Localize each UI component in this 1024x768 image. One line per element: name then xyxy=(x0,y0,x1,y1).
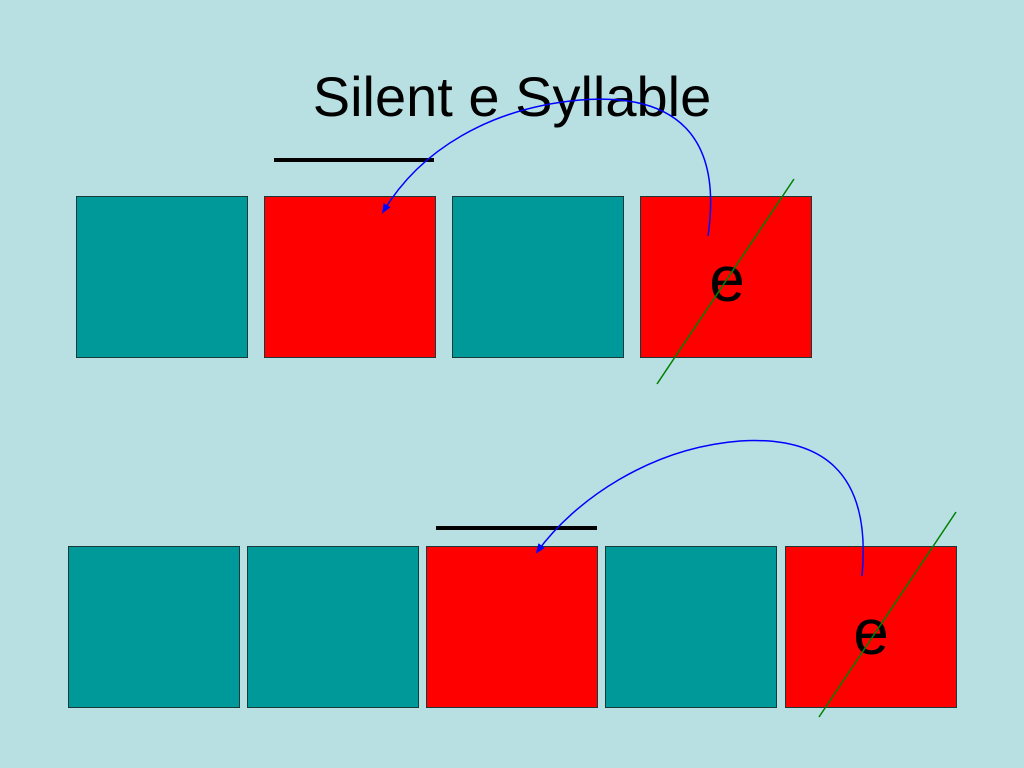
box-letter xyxy=(427,547,597,707)
row1-silent-e-box: e xyxy=(640,196,812,358)
row2-silent-e-box: e xyxy=(785,546,957,708)
box-letter xyxy=(265,197,435,357)
row1-consonant-box-2 xyxy=(452,196,624,358)
silent-e-letter: e xyxy=(853,596,889,668)
box-letter xyxy=(606,547,776,707)
box-letter xyxy=(248,547,418,707)
row2-vowel-box-long xyxy=(426,546,598,708)
silent-e-letter: e xyxy=(709,243,745,315)
slide-title: Silent e Syllable xyxy=(312,65,712,128)
box-letter xyxy=(77,197,247,357)
row2-consonant-box-2 xyxy=(247,546,419,708)
box-letter xyxy=(69,547,239,707)
box-letter xyxy=(453,197,623,357)
row1-vowel-box-long xyxy=(264,196,436,358)
row1-consonant-box-1 xyxy=(76,196,248,358)
row2-consonant-box-1 xyxy=(68,546,240,708)
row2-consonant-box-3 xyxy=(605,546,777,708)
